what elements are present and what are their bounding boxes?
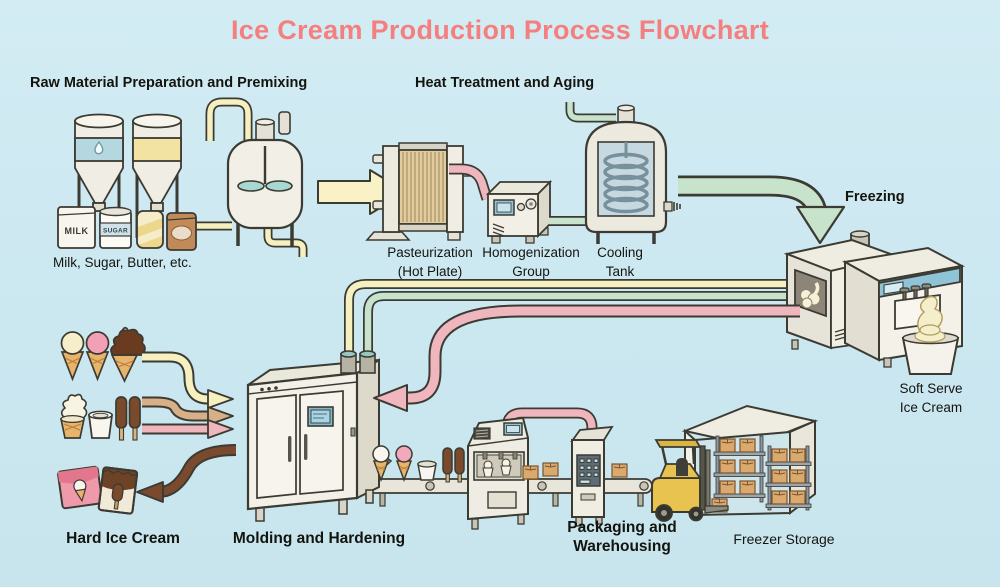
sugar-jar-label: SUGAR [103,228,128,235]
package-pink [57,465,104,510]
cup-on-belt [417,460,437,481]
molding-machine [246,358,380,522]
pipe-freezer-pink [373,311,800,412]
storage-rack [713,435,766,503]
forklift-driver [676,458,688,476]
agitator-paddle [237,180,265,192]
stage-label-packaging: Packaging and Warehousing [547,518,697,556]
stage-label-freezing: Freezing [845,189,905,205]
popsicles [115,396,141,441]
caption-raw-materials: Milk, Sugar, Butter, etc. [53,255,192,270]
caption-soft-serve: Soft Serve Ice Cream [878,379,984,417]
stage-label-packaging-line2: Warehousing [573,538,671,555]
butter-roll [136,210,164,249]
storage-rack [765,445,812,511]
caption-homogenization: Homogenization Group [469,243,593,281]
ice-cream-cones [60,326,146,383]
silo-sugar [132,113,182,238]
tank-valve [663,201,681,212]
stage-label-hard-ice-cream: Hard Ice Cream [66,530,180,547]
forklift-forks [704,505,729,514]
cone-strawberry [85,331,110,382]
cabinet-screen [307,406,334,427]
homogenizer [485,179,553,244]
conveyor-items [372,445,465,483]
homogenizer-knob [516,202,526,212]
caption-pasteurization-line1: Pasteurization [387,245,473,260]
stage-label-packaging-line1: Packaging and [567,519,677,536]
arrow-cups [142,402,234,426]
caption-homogenization-line2: Group [512,264,550,279]
cabinet-handle [304,434,308,460]
product-arrows [136,357,236,503]
cone-on-belt [372,445,390,483]
ingredient-bag [166,212,197,251]
cooling-coil [603,152,649,214]
caption-cooling-tank: Cooling Tank [570,243,670,281]
stage-label-heat-treatment: Heat Treatment and Aging [415,75,595,91]
caption-soft-serve-line2: Ice Cream [899,400,963,415]
labeling-machine [570,425,614,527]
caption-soft-serve-line1: Soft Serve [899,381,963,396]
cone-chocolate [110,326,146,383]
pipe-fittings [340,350,376,374]
agitator-paddle [265,180,293,192]
mixing-tank [226,111,304,246]
milk-bag: MILK [57,206,96,249]
cabinet-handle [288,436,292,462]
packaging-machine [467,416,529,530]
cabinet-door-left [256,394,297,499]
hard-ice-cream-packages [57,465,139,515]
cooling-tank [584,104,681,244]
soft-serve-cup [59,393,88,439]
page-title: Ice Cream Production Process Flowchart [230,15,770,45]
caption-cooling-line2: Tank [605,264,635,279]
pasteurizer [365,142,473,241]
caption-homogenization-line1: Homogenization [482,245,580,260]
milk-bag-label: MILK [65,226,89,236]
flow-arrow-freezing [678,186,846,245]
popsicles-on-belt [442,447,465,483]
cone-vanilla [60,331,85,382]
freezer-swirl [800,282,821,309]
arrow-cones [142,357,234,409]
stage-label-molding: Molding and Hardening [232,530,406,547]
stage-label-freezer-storage: Freezer Storage [733,531,835,547]
sugar-jar: SUGAR [99,206,132,249]
forklift [651,439,729,522]
stage-label-raw-material: Raw Material Preparation and Premixing [30,75,308,91]
cone-on-belt [395,445,413,483]
caption-pasteurization: Pasteurization (Hot Plate) [368,243,492,281]
arrow-packages [136,450,236,503]
arrow-popsicles [142,419,234,439]
package-chocolate [97,466,139,515]
ice-cream-cup [87,410,114,439]
caption-pasteurization-line2: (Hot Plate) [397,264,463,279]
milk-drop-icon [94,140,104,155]
soft-serve-machine [783,230,966,368]
caption-cooling-line1: Cooling [597,245,643,260]
soft-serve-tub [901,295,960,375]
